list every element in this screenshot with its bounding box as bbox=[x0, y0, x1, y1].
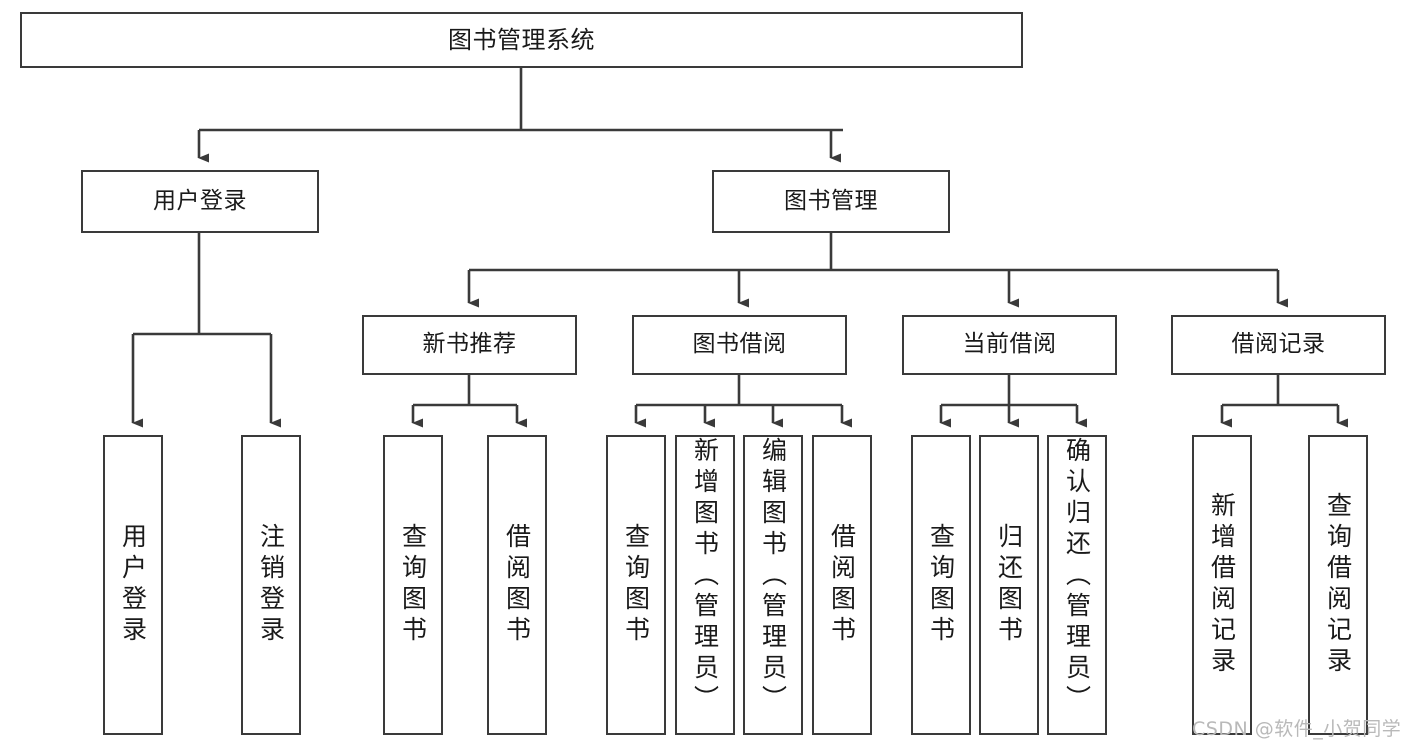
node-leaf-add-book-label: 新增图书（管理员） bbox=[690, 437, 720, 716]
node-root[interactable]: 图书管理系统 bbox=[20, 12, 1023, 68]
node-leaf-borrow-book-2-label: 借阅图书 bbox=[827, 523, 857, 647]
node-leaf-logout[interactable]: 注销登录 bbox=[241, 435, 301, 735]
node-user-login[interactable]: 用户登录 bbox=[81, 170, 319, 233]
node-book-borrow-label: 图书借阅 bbox=[692, 331, 787, 358]
node-leaf-borrow-book-1-label: 借阅图书 bbox=[502, 523, 532, 647]
node-leaf-user-login-label: 用户登录 bbox=[118, 523, 148, 647]
node-current-borrow[interactable]: 当前借阅 bbox=[902, 315, 1117, 375]
node-user-login-label: 用户登录 bbox=[153, 187, 247, 214]
node-leaf-borrow-book-2[interactable]: 借阅图书 bbox=[812, 435, 872, 735]
node-leaf-edit-book-label: 编辑图书（管理员） bbox=[758, 437, 788, 716]
node-book-borrow[interactable]: 图书借阅 bbox=[632, 315, 847, 375]
node-leaf-add-record-label: 新增借阅记录 bbox=[1207, 492, 1237, 678]
node-borrow-record[interactable]: 借阅记录 bbox=[1171, 315, 1386, 375]
node-book-manage-label: 图书管理 bbox=[784, 187, 878, 214]
node-leaf-query-book-3-label: 查询图书 bbox=[926, 523, 956, 647]
node-leaf-borrow-book-1[interactable]: 借阅图书 bbox=[487, 435, 547, 735]
node-new-book-recommend[interactable]: 新书推荐 bbox=[362, 315, 577, 375]
node-root-label: 图书管理系统 bbox=[448, 25, 595, 54]
node-leaf-confirm-return-label: 确认归还（管理员） bbox=[1062, 437, 1092, 716]
node-leaf-query-book-1[interactable]: 查询图书 bbox=[383, 435, 443, 735]
node-borrow-record-label: 借阅记录 bbox=[1231, 331, 1326, 358]
node-leaf-query-record-label: 查询借阅记录 bbox=[1323, 492, 1353, 678]
node-leaf-logout-label: 注销登录 bbox=[256, 523, 286, 647]
node-new-book-recommend-label: 新书推荐 bbox=[422, 331, 517, 358]
node-current-borrow-label: 当前借阅 bbox=[962, 331, 1057, 358]
node-leaf-query-book-2[interactable]: 查询图书 bbox=[606, 435, 666, 735]
node-leaf-query-book-1-label: 查询图书 bbox=[398, 523, 428, 647]
node-leaf-query-record[interactable]: 查询借阅记录 bbox=[1308, 435, 1368, 735]
node-leaf-add-record[interactable]: 新增借阅记录 bbox=[1192, 435, 1252, 735]
node-leaf-query-book-3[interactable]: 查询图书 bbox=[911, 435, 971, 735]
node-leaf-edit-book[interactable]: 编辑图书（管理员） bbox=[743, 435, 803, 735]
node-leaf-return-book[interactable]: 归还图书 bbox=[979, 435, 1039, 735]
node-leaf-user-login[interactable]: 用户登录 bbox=[103, 435, 163, 735]
node-leaf-return-book-label: 归还图书 bbox=[994, 523, 1024, 647]
node-leaf-add-book[interactable]: 新增图书（管理员） bbox=[675, 435, 735, 735]
node-book-manage[interactable]: 图书管理 bbox=[712, 170, 950, 233]
node-leaf-confirm-return[interactable]: 确认归还（管理员） bbox=[1047, 435, 1107, 735]
csdn-watermark: CSDN @软件_小贺同学 bbox=[1192, 718, 1402, 740]
node-leaf-query-book-2-label: 查询图书 bbox=[621, 523, 651, 647]
